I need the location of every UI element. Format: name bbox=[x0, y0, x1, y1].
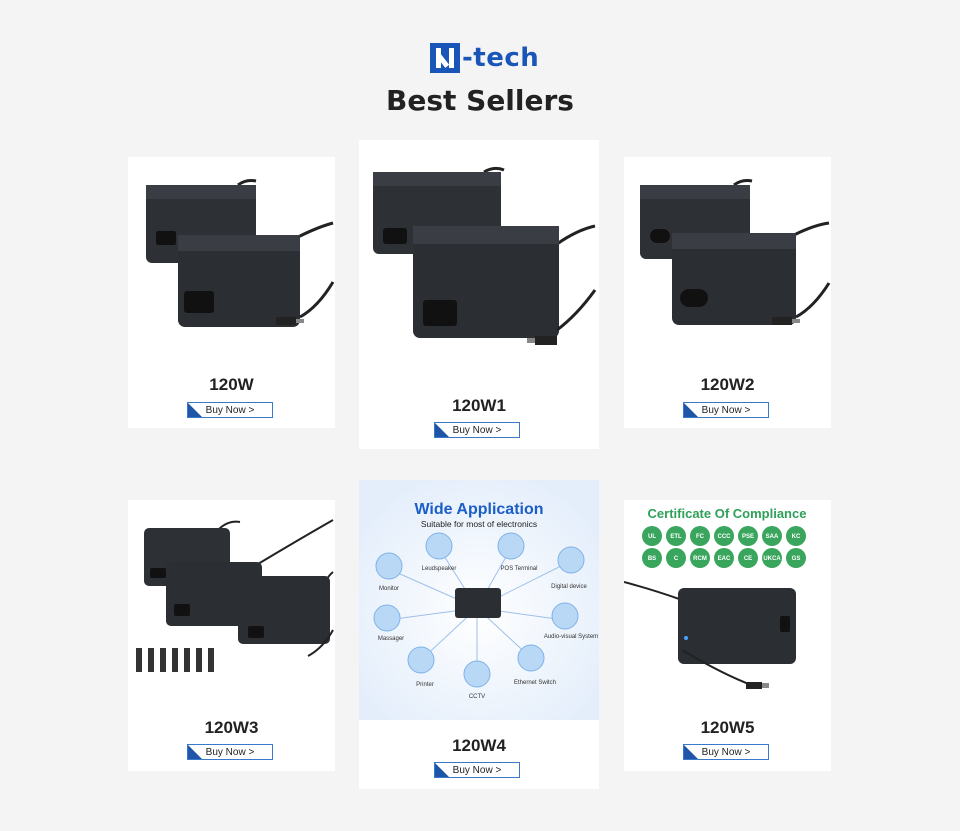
buy-now-button[interactable]: Buy Now > bbox=[187, 402, 273, 418]
corner-triangle-icon bbox=[684, 403, 700, 417]
svg-text:EAC: EAC bbox=[718, 556, 731, 562]
svg-text:POS Terminal: POS Terminal bbox=[501, 566, 538, 572]
compliance-title: Certificate Of Compliance bbox=[648, 506, 807, 521]
corner-triangle-icon bbox=[684, 745, 700, 759]
svg-text:CE: CE bbox=[744, 556, 752, 562]
buy-now-button[interactable]: Buy Now > bbox=[434, 762, 520, 778]
n-logo-icon bbox=[430, 43, 460, 73]
product-name: 120W2 bbox=[700, 375, 755, 394]
product-card-120w1[interactable]: 120W1 Buy Now > bbox=[359, 140, 599, 449]
svg-text:UL: UL bbox=[648, 534, 656, 540]
corner-triangle-icon bbox=[435, 423, 451, 437]
product-name: 120W bbox=[209, 375, 254, 394]
product-card-120w4[interactable]: Wide Application Suitable for most of el… bbox=[359, 480, 599, 789]
svg-text:Leudspeaker: Leudspeaker bbox=[422, 566, 457, 572]
brand-logo[interactable]: -tech bbox=[430, 42, 539, 74]
brand-name: -tech bbox=[462, 43, 540, 73]
svg-text:PSE: PSE bbox=[742, 534, 754, 540]
page-title: Best Sellers bbox=[386, 84, 574, 117]
product-card-120w[interactable]: 120W Buy Now > bbox=[128, 157, 335, 428]
svg-text:Printer: Printer bbox=[416, 682, 434, 688]
buy-now-button[interactable]: Buy Now > bbox=[683, 402, 769, 418]
buy-now-button[interactable]: Buy Now > bbox=[434, 422, 520, 438]
svg-text:Ethernet Switch: Ethernet Switch bbox=[514, 680, 556, 686]
product-image: Certificate Of Compliance UL ETL FC CCC PS… bbox=[624, 506, 807, 689]
product-image bbox=[146, 179, 335, 327]
application-subtitle: Suitable for most of electronics bbox=[421, 519, 537, 529]
product-name: 120W4 bbox=[452, 736, 506, 755]
product-name: 120W5 bbox=[700, 718, 755, 737]
svg-text:FC: FC bbox=[696, 534, 705, 540]
svg-text:Digital device: Digital device bbox=[551, 584, 587, 590]
svg-text:Monitor: Monitor bbox=[379, 586, 399, 592]
svg-text:Audio-visual System: Audio-visual System bbox=[544, 634, 598, 640]
buy-now-button[interactable]: Buy Now > bbox=[187, 744, 273, 760]
buy-now-button[interactable]: Buy Now > bbox=[683, 744, 769, 760]
svg-text:UKCA: UKCA bbox=[763, 556, 781, 562]
corner-triangle-icon bbox=[435, 763, 451, 777]
product-name: 120W1 bbox=[452, 396, 506, 415]
svg-text:CCTV: CCTV bbox=[469, 694, 485, 700]
svg-text:KC: KC bbox=[792, 534, 801, 540]
svg-text:C: C bbox=[674, 556, 679, 562]
product-card-120w2[interactable]: 120W2 Buy Now > bbox=[624, 157, 831, 428]
svg-text:Massager: Massager bbox=[378, 636, 404, 642]
svg-text:SAA: SAA bbox=[766, 534, 779, 540]
product-card-120w3[interactable]: 120W3 Buy Now > bbox=[128, 500, 335, 771]
corner-triangle-icon bbox=[188, 745, 204, 759]
certification-badges bbox=[642, 526, 806, 568]
svg-text:CCC: CCC bbox=[718, 534, 732, 540]
svg-text:ETL: ETL bbox=[670, 534, 682, 540]
product-card-120w5[interactable]: Certificate Of Compliance UL ETL FC CCC PS… bbox=[624, 500, 831, 771]
corner-triangle-icon bbox=[188, 403, 204, 417]
product-image bbox=[373, 166, 597, 345]
product-image bbox=[136, 519, 334, 672]
svg-text:RCM: RCM bbox=[693, 556, 707, 562]
svg-text:GS: GS bbox=[792, 556, 801, 562]
svg-text:BS: BS bbox=[648, 556, 656, 562]
product-image bbox=[640, 179, 831, 325]
application-title: Wide Application bbox=[414, 501, 543, 518]
product-name: 120W3 bbox=[204, 718, 259, 737]
product-image: Wide Application Suitable for most of el… bbox=[359, 480, 599, 720]
dc-tips-icon bbox=[136, 648, 214, 672]
